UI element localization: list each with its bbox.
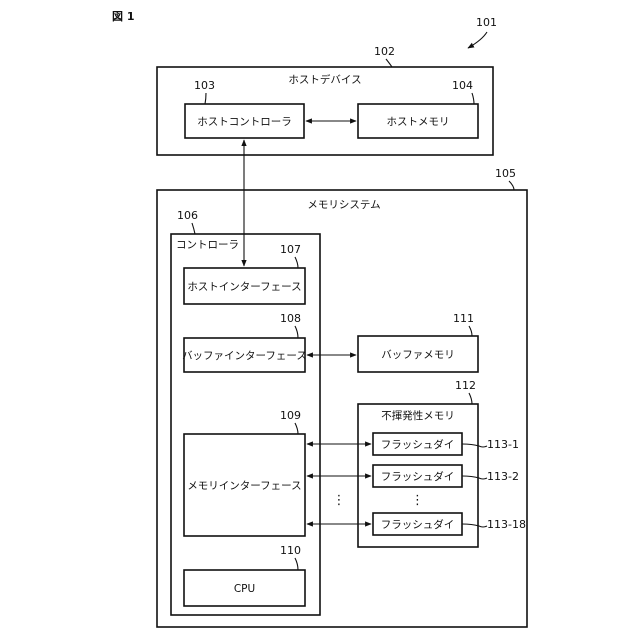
host-controller-label: ホストコントローラ [197,116,292,128]
flash-die-ref: 113-18 [487,518,526,531]
nonvolatile-memory-title: 不揮発性メモリ [381,409,455,422]
flash-die-ref-leader [462,524,487,527]
flash-die-label: フラッシュダイ [381,438,455,451]
flash-die-label: フラッシュダイ [381,518,455,531]
host-memory-label: ホストメモリ [387,116,450,128]
controller-ref-leader [192,223,195,234]
system-ref-label: 101 [476,16,497,29]
host-interface-label: ホストインターフェース [187,281,301,293]
controller-title: コントローラ [176,239,239,251]
flash-die-label: フラッシュダイ [381,470,455,483]
host-memory-ref-leader [472,93,474,104]
cpu-ref: 110 [280,544,301,557]
buffer-memory-ref: 111 [453,312,474,325]
nonvolatile-memory-ref-leader [469,393,472,404]
memory-system-box [157,190,527,627]
host-memory-ref: 104 [452,79,473,92]
memory-system-ref-leader [509,181,514,190]
die-ellipsis: ⋮ [411,493,424,508]
controller-ref: 106 [177,209,198,222]
flash-die-ref-leader [462,444,487,447]
host-interface-ref: 107 [280,243,301,256]
memory-interface-label: メモリインターフェース [187,480,301,492]
buffer-memory-label: バッファメモリ [381,349,455,361]
cpu-label: CPU [234,583,255,595]
memory-interface-ref-leader [295,423,298,434]
figure-label: 図 1 [112,9,134,23]
flash-die-ref: 113-2 [487,470,519,483]
buffer-interface-ref-leader [295,326,298,338]
host-device-title: ホストデバイス [288,73,361,86]
buffer-interface-ref: 108 [280,312,301,325]
host-interface-ref-leader [295,257,298,268]
host-controller-ref: 103 [194,79,215,92]
memory-system-title: メモリシステム [307,199,380,211]
host-controller-ref-leader [205,93,206,104]
buffer-memory-ref-leader [469,326,472,336]
nonvolatile-memory-ref: 112 [455,379,476,392]
flash-die-ref: 113-1 [487,438,519,451]
host-device-ref-leader [386,59,392,67]
memory-interface-ref: 109 [280,409,301,422]
memory-system-ref: 105 [495,167,516,180]
link-ellipsis: ⋮ [333,493,346,508]
system-ref-arrow [468,32,487,48]
host-device-ref: 102 [374,45,395,58]
buffer-interface-label: バッファインターフェース [182,350,307,362]
flash-die-ref-leader [462,476,487,479]
cpu-ref-leader [295,558,298,570]
